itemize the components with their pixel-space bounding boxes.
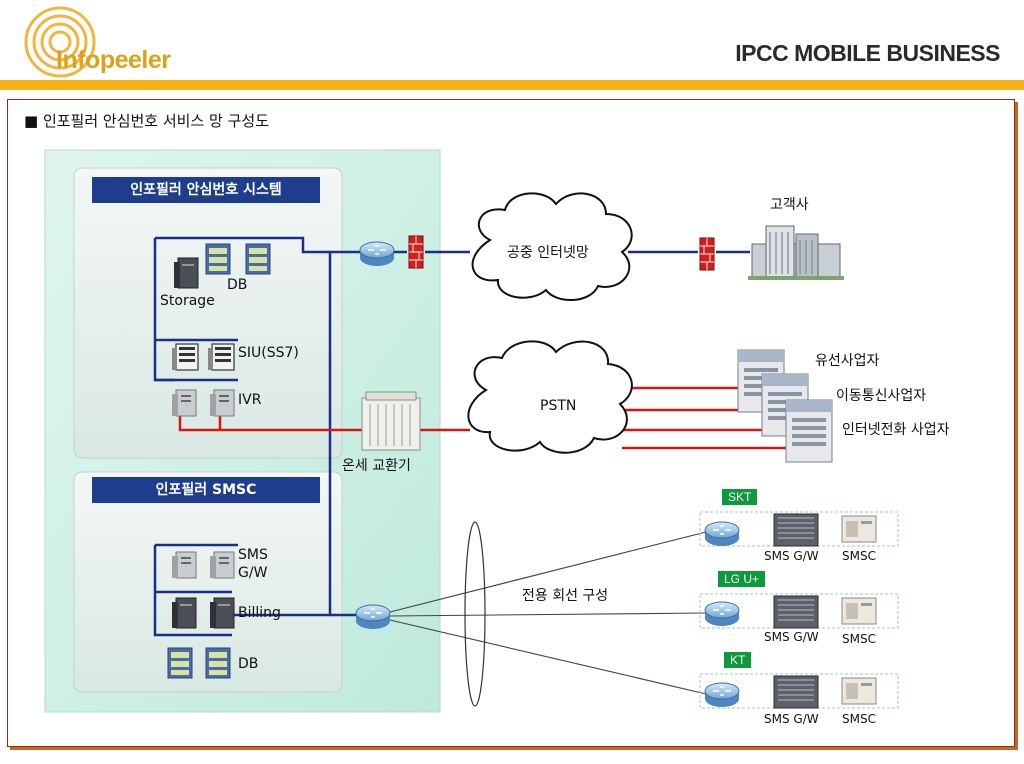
smsc-icon xyxy=(841,677,877,705)
sms-gw-icon xyxy=(773,595,819,629)
sms-gw-icon xyxy=(773,675,819,709)
firewall-icon xyxy=(699,237,715,271)
db-icon xyxy=(205,647,231,679)
operator-gw-label: SMS G/W xyxy=(764,630,819,644)
smsc-icon xyxy=(841,515,877,543)
db-icon xyxy=(167,647,193,679)
dedicated-line-label: 전용 회선 구성 xyxy=(522,588,609,604)
dedicated-line-bundle xyxy=(464,521,486,707)
customer-label: 고객사 xyxy=(770,197,809,213)
router-icon xyxy=(355,604,391,630)
accent-bar xyxy=(0,80,1024,90)
smsc-system-box xyxy=(73,471,343,693)
wired-carrier-label: 유선사업자 xyxy=(815,353,880,369)
smsc-icon xyxy=(841,597,877,625)
logo-text: Infopeeler xyxy=(56,46,171,74)
internet-cloud-icon xyxy=(471,192,633,302)
ivr-label: IVR xyxy=(238,392,262,408)
sms-gw-icon xyxy=(171,551,197,579)
db-label: DB xyxy=(227,277,248,293)
db-icon xyxy=(245,243,271,275)
firewall-icon xyxy=(408,235,424,269)
billing-icon xyxy=(171,597,197,629)
operator-gw-label: SMS G/W xyxy=(764,549,819,563)
exchange-switch-icon xyxy=(361,391,421,451)
carrier-server-icon xyxy=(785,399,833,463)
header-title: IPCC MOBILE BUSINESS xyxy=(735,40,1000,66)
operator-tag-lgu: LG U+ xyxy=(718,571,766,587)
storage-icon xyxy=(173,257,199,289)
storage-label: Storage xyxy=(160,293,215,309)
siu-icon xyxy=(207,343,235,371)
router-icon xyxy=(704,521,740,547)
smsc-system-title: 인포필러 SMSC xyxy=(92,477,320,503)
billing-label: Billing xyxy=(238,605,281,621)
sms-gw-icon xyxy=(773,513,819,547)
ansim-system-title: 인포필러 안심번호 시스템 xyxy=(92,177,320,203)
exchange-label: 온세 교환기 xyxy=(342,458,411,474)
dedicated-links xyxy=(389,531,707,695)
mobile-carrier-label: 이동통신사업자 xyxy=(836,388,927,404)
pstn-cloud-icon xyxy=(467,340,633,454)
operator-tag-kt: KT xyxy=(724,652,752,668)
building-icon xyxy=(748,225,844,280)
operator-tag-skt: SKT xyxy=(722,489,758,505)
operator-smsc-label: SMSC xyxy=(842,632,876,646)
billing-icon xyxy=(209,597,235,629)
internet-cloud-label: 공중 인터넷망 xyxy=(507,245,589,261)
sms-gw-label: SMS G/W xyxy=(238,547,268,581)
sms-gw-icon xyxy=(209,551,235,579)
section-title: ■ 인포필러 안심번호 서비스 망 구성도 xyxy=(24,112,270,130)
ivr-icon xyxy=(171,389,197,417)
operator-smsc-label: SMSC xyxy=(842,549,876,563)
ansim-system-box xyxy=(73,167,343,459)
siu-label: SIU(SS7) xyxy=(238,345,299,361)
router-icon xyxy=(359,241,395,267)
db-icon xyxy=(205,243,231,275)
blue-links xyxy=(153,236,750,637)
pstn-cloud-label: PSTN xyxy=(540,398,577,414)
operator-smsc-label: SMSC xyxy=(842,712,876,726)
logo-waves-icon xyxy=(24,6,96,78)
operator-gw-label: SMS G/W xyxy=(764,712,819,726)
siu-icon xyxy=(171,343,199,371)
voip-carrier-label: 인터넷전화 사업자 xyxy=(842,422,950,438)
ivr-icon xyxy=(209,389,235,417)
smsc-db-label: DB xyxy=(238,656,259,672)
router-icon xyxy=(704,601,740,627)
router-icon xyxy=(704,682,740,708)
